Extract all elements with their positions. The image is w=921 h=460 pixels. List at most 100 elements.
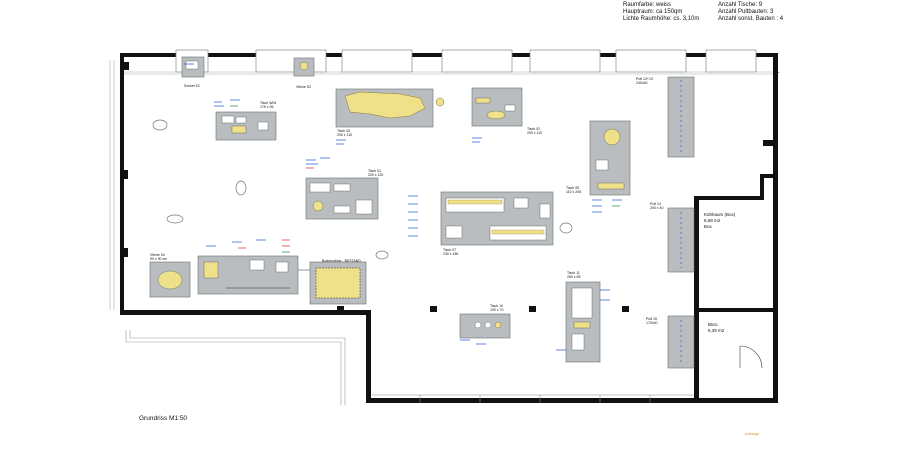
pult-group-object — [203, 261, 219, 279]
wall-lower-left — [120, 310, 370, 315]
pillar — [122, 62, 129, 70]
columns — [122, 62, 773, 312]
tisch-07-object — [447, 199, 503, 205]
wall-right-niche — [760, 174, 774, 178]
floor-markers — [152, 119, 573, 260]
buero-area: 5,39 m2 — [708, 328, 725, 333]
sockel-s2-object — [185, 60, 199, 70]
tisch-w04-object — [221, 115, 235, 124]
pillar — [430, 306, 437, 312]
pillar — [337, 306, 344, 312]
tisch-01-object — [333, 205, 351, 214]
tisch-07-size: 230 x 180 — [443, 252, 458, 256]
tisch-03-object — [435, 97, 445, 107]
door — [739, 345, 763, 369]
fixture-counts: Anzahl Tische: 9 Anzahl Pultbauten: 3 An… — [718, 2, 783, 23]
tisch-03-wood-object — [344, 91, 426, 119]
tisch-01-size: 220 x 120 — [368, 173, 383, 177]
tisch-03-label: Tisch 03 — [337, 129, 350, 133]
wall-left — [120, 53, 124, 311]
tisch-02-object — [486, 110, 506, 120]
windows-top — [175, 49, 757, 73]
tisch-05-object — [595, 159, 609, 171]
wall-right — [773, 53, 778, 403]
tisch-w04-label: Tisch W04 — [260, 101, 276, 105]
wall-top-segment — [512, 53, 530, 57]
wall-top-segment — [412, 53, 442, 57]
tisch-05-object — [603, 128, 621, 146]
spec-main-room-area: Hauptraum: ca 150qm — [623, 9, 683, 15]
pult-group-object — [249, 259, 265, 271]
annotation-group-red — [238, 167, 314, 249]
pult-1213-size: 240x40 — [636, 81, 648, 85]
floor-marker — [559, 222, 573, 234]
tisch-02-label: Tisch 02 — [527, 127, 540, 131]
wall-bottom — [366, 398, 778, 403]
pult-1213-label: Pult 12+13 — [636, 77, 653, 81]
wall-top-segment — [600, 53, 616, 57]
tisch-11-object — [571, 333, 585, 351]
vitrine-04-object — [157, 270, 183, 290]
tisch-01-object — [355, 199, 373, 215]
tisch-10-object — [494, 321, 502, 329]
wall-right-niche-post — [760, 174, 764, 200]
courtyard-outline — [125, 330, 346, 405]
edge-mark-mid-right: R — [773, 229, 777, 235]
window — [341, 49, 413, 73]
wall-top-segment — [120, 53, 176, 57]
courtyard-edge — [129, 330, 346, 405]
bodenvitrine-label: Bodenvitrine - BESTAND — [322, 259, 361, 263]
wall-top-segment — [756, 53, 778, 57]
designer-stamp: pdesign — [745, 431, 759, 436]
pillar — [622, 306, 629, 312]
annotation-group-blue — [184, 63, 622, 351]
kuehlraum-area: 6,68 m2 — [704, 218, 721, 223]
tisch-07-object — [539, 203, 551, 219]
edge-mark-top-right: L — [776, 69, 780, 75]
tisch-01-object — [333, 183, 351, 192]
tisch-02-object — [504, 104, 516, 112]
spec-ceiling-height: Lichte Raumhöhe: cs. 3,10m — [623, 16, 700, 22]
plan-title: Grundriss M1:50 — [139, 415, 187, 422]
window-sill-lines — [124, 71, 773, 75]
vitrine-04-label: Vitrine 04 — [150, 253, 165, 257]
sockel-s2-label: Sockel S2 — [184, 84, 200, 88]
room-specs: Raumfarbe: weiss Hauptraum: ca 150qm Lic… — [623, 2, 699, 23]
floor-marker — [152, 119, 168, 131]
tisch-05-size: 110 x 205 — [566, 190, 581, 194]
tisch-11-object — [573, 321, 591, 329]
pillar — [122, 170, 128, 179]
wall-step — [366, 310, 371, 403]
vitrine-04-size: 90 x 90 cm — [150, 257, 167, 261]
pult-14-size: 200 x 40 — [650, 206, 663, 210]
bodenvitrine-object — [315, 267, 361, 299]
tisch-03-size: 200 x 110 — [337, 133, 352, 137]
fixtures: Sockel S2 Vitrine S2 Tisch W04 175 x 96 … — [149, 56, 695, 369]
count-other-builds: Anzahl sonst. Bauten : 4 — [718, 16, 784, 22]
buero-label: Büro — [708, 322, 718, 327]
tisch-02-object — [475, 97, 491, 104]
pillar — [529, 306, 536, 312]
wall-top-segment — [208, 53, 256, 57]
tisch-w04-object — [231, 125, 247, 134]
floor-marker — [235, 180, 247, 196]
annotation-group-green — [230, 105, 620, 253]
window — [529, 49, 601, 73]
floor-marker — [375, 250, 389, 260]
spec-room-color: Raumfarbe: weiss — [623, 2, 672, 8]
wall-partition-vertical — [694, 196, 699, 403]
tisch-07-label: Tisch 07 — [443, 248, 456, 252]
tisch-01-object — [309, 182, 331, 193]
pult-15-size: 170x40 — [646, 321, 658, 325]
tisch-01-label: Tisch 01 — [368, 169, 381, 173]
tisch-01-object — [312, 200, 324, 212]
count-tables: Anzahl Tische: 9 — [718, 2, 763, 8]
tisch-10-object — [484, 321, 492, 329]
tisch-w04-object — [235, 116, 247, 124]
annotations — [184, 63, 622, 351]
walls — [120, 53, 778, 403]
vitrine-s2-object — [299, 61, 309, 71]
vitrine-s2-label: Vitrine S2 — [296, 85, 311, 89]
pillar — [122, 248, 128, 257]
